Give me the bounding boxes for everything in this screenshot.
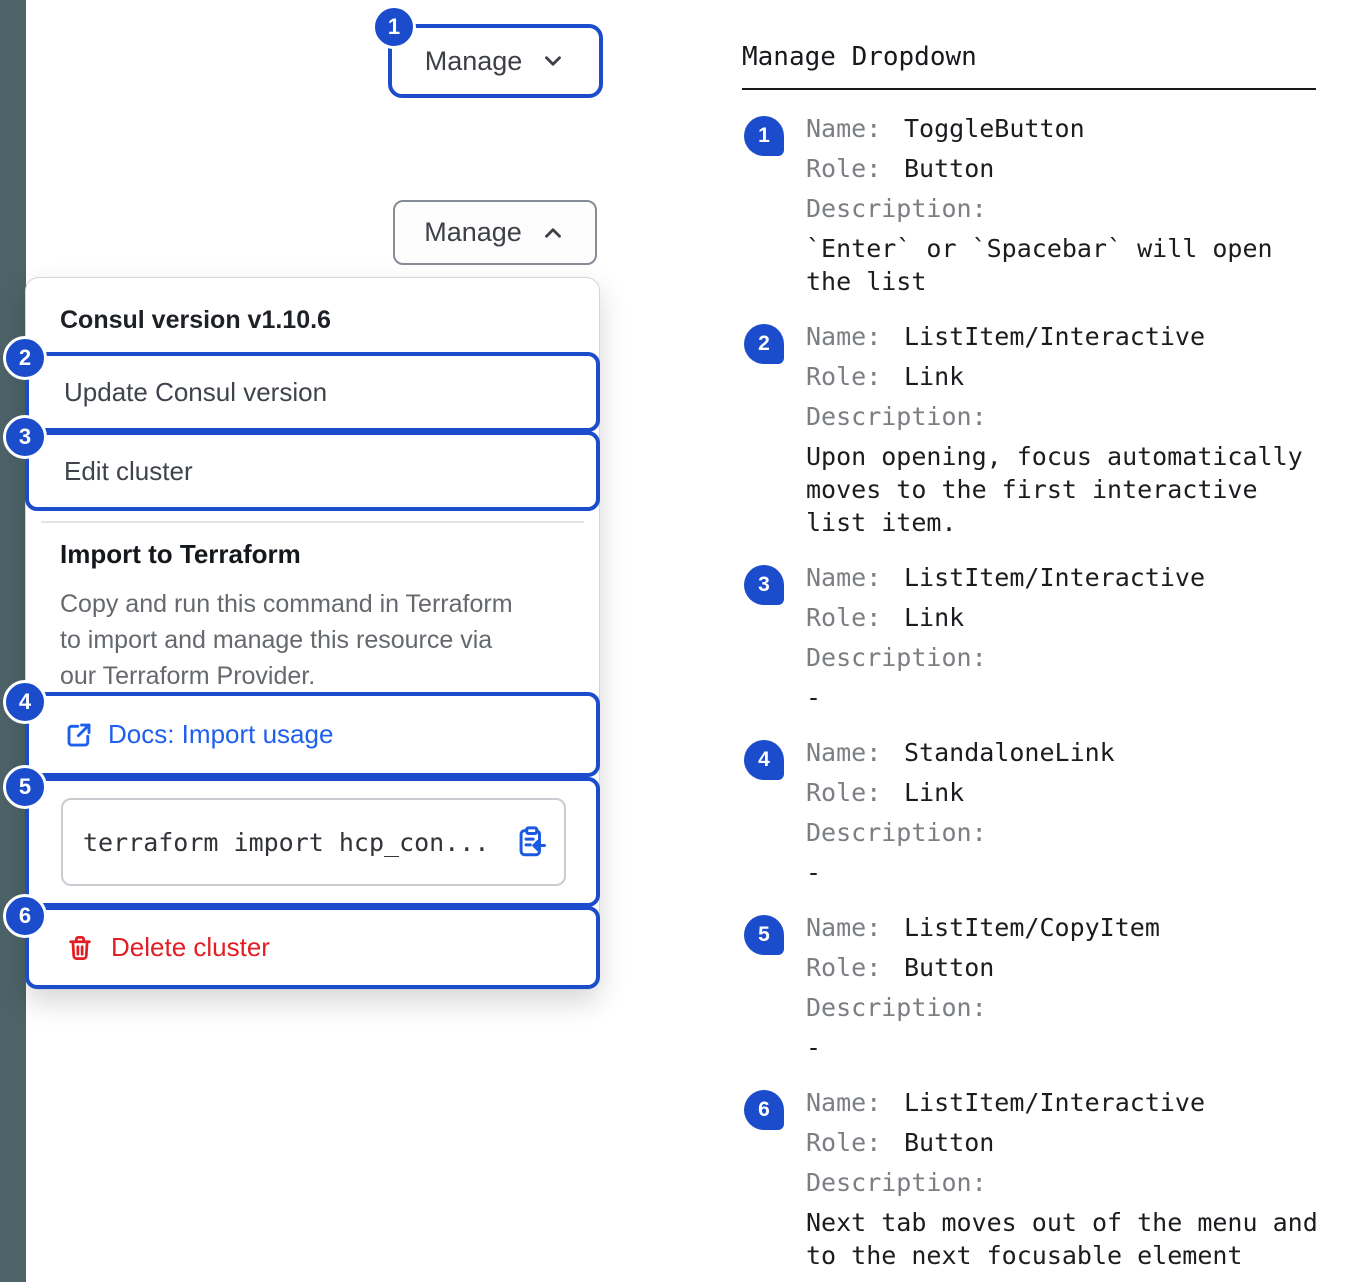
entry-name: StandaloneLink [904,737,1115,767]
menu-item-edit-cluster[interactable]: Edit cluster [25,431,600,511]
terraform-command-text: terraform import hcp_con... [83,827,490,857]
annotation-entry-4: 4 Name: StandaloneLink Role: Link Descript… [744,732,1344,889]
description-label: Description: [806,642,987,672]
entry-role: Link [904,602,965,632]
consul-version-header: Consul version v1.10.6 [60,306,331,334]
manage-toggle-label: Manage [424,217,522,247]
callout-badge-5-number: 5 [18,774,32,799]
role-label: Role: [806,153,882,183]
annotation-badge-5: 5 [744,915,784,955]
annotation-entry-3: 3 Name: ListItem/Interactive Role: Link De… [744,557,1344,714]
menu-item-label: Edit cluster [64,455,193,486]
manage-toggle-button-collapsed[interactable]: Manage [395,31,596,91]
annotations-rule [742,88,1316,90]
name-label: Name: [806,562,882,592]
role-label: Role: [806,361,882,391]
name-label: Name: [806,1087,882,1117]
annotation-badge-6: 6 [744,1090,784,1130]
import-terraform-title: Import to Terraform [60,539,301,569]
entry-role: Link [904,361,965,391]
annotation-entry-6: 6 Name:ListItem/Interactive Role:Button … [744,1082,1344,1272]
callout-badge-6-number: 6 [18,903,32,928]
callout-badge-1: 1 [372,5,416,49]
annotation-badge-6-number: 6 [758,1098,770,1121]
entry-name: ListItem/Interactive [904,562,1206,592]
menu-divider [41,521,584,523]
manage-toggle-button-expanded[interactable]: Manage [393,200,597,265]
callout-badge-6: 6 [3,894,47,938]
annotation-badge-1-number: 1 [758,124,770,147]
annotation-badge-4-number: 4 [758,748,770,771]
entry-role: Button [904,1127,995,1157]
entry-description: - [806,858,822,887]
annotation-badge-2: 2 [744,324,784,364]
callout-badge-1-number: 1 [387,14,401,39]
chevron-down-icon [540,48,566,74]
entry-name: ListItem/Interactive [904,1087,1206,1117]
name-label: Name: [806,321,882,351]
left-edge-rail [0,0,26,1282]
docs-link-label: Docs: Import usage [108,719,334,749]
annotation-badge-5-number: 5 [758,923,770,946]
role-label: Role: [806,777,882,807]
clipboard-copy-icon [514,825,548,859]
external-link-icon [64,720,94,750]
entry-role: Link [904,777,965,807]
callout-badge-3: 3 [3,415,47,459]
entry-name: ListItem/Interactive [904,321,1206,351]
annotation-badge-3-number: 3 [758,573,770,596]
name-label: Name: [806,737,882,767]
entry-name: ToggleButton [904,113,1085,143]
description-label: Description: [806,817,987,847]
callout-badge-4: 4 [3,680,47,724]
annotation-badge-2-number: 2 [758,332,770,355]
description-label: Description: [806,193,987,223]
description-label: Description: [806,992,987,1022]
menu-item-copy-command: terraform import hcp_con... [25,777,600,907]
terraform-command-field[interactable]: terraform import hcp_con... [61,798,566,886]
import-terraform-description: Copy and run this command in Terraform t… [60,590,513,690]
description-label: Description: [806,401,987,431]
callout-badge-5: 5 [3,765,47,809]
entry-description: Upon opening, focus automatically moves … [806,442,1303,537]
annotations-list: 1 Name: ToggleButton Role: Button Descript… [744,108,1344,1272]
copy-button[interactable] [514,825,548,859]
menu-item-docs-import-usage[interactable]: Docs: Import usage [25,692,600,777]
menu-item-label: Update Consul version [64,376,328,407]
entry-role: Button [904,952,995,982]
callout-badge-2: 2 [3,336,47,380]
menu-item-delete-cluster[interactable]: Delete cluster [25,906,600,989]
manage-toggle-label: Manage [424,45,523,76]
role-label: Role: [806,602,882,632]
entry-name: ListItem/CopyItem [904,912,1160,942]
description-label: Description: [806,1167,987,1197]
chevron-up-icon [540,220,566,246]
callout-badge-4-number: 4 [18,689,32,714]
menu-item-update-consul-version[interactable]: Update Consul version [25,352,600,432]
callout-badge-3-number: 3 [18,424,32,449]
annotation-badge-3: 3 [744,565,784,605]
name-label: Name: [806,113,882,143]
role-label: Role: [806,952,882,982]
entry-description: - [806,683,822,712]
name-label: Name: [806,912,882,942]
callout-badge-2-number: 2 [18,345,32,370]
annotation-entry-2: 2 Name: ListItem/Interactive Role: Link De… [744,316,1344,539]
annotation-badge-1: 1 [744,116,784,156]
annotation-entry-5: 5 Name: ListItem/CopyItem Role: Button Des… [744,907,1344,1064]
annotation-badge-4: 4 [744,740,784,780]
manage-toggle-focus-ring: Manage [388,24,603,98]
trash-icon [65,932,95,964]
entry-description: - [806,1033,822,1062]
entry-description: `Enter` or `Spacebar` will open the list [806,234,1273,296]
entry-role: Button [904,153,995,183]
entry-description: Next tab moves out of the menu and to th… [806,1208,1318,1270]
role-label: Role: [806,1127,882,1157]
delete-cluster-label: Delete cluster [111,932,270,962]
annotation-entry-1: 1 Name: ToggleButton Role: Button Descript… [744,108,1344,298]
annotations-title: Manage Dropdown [742,42,977,72]
